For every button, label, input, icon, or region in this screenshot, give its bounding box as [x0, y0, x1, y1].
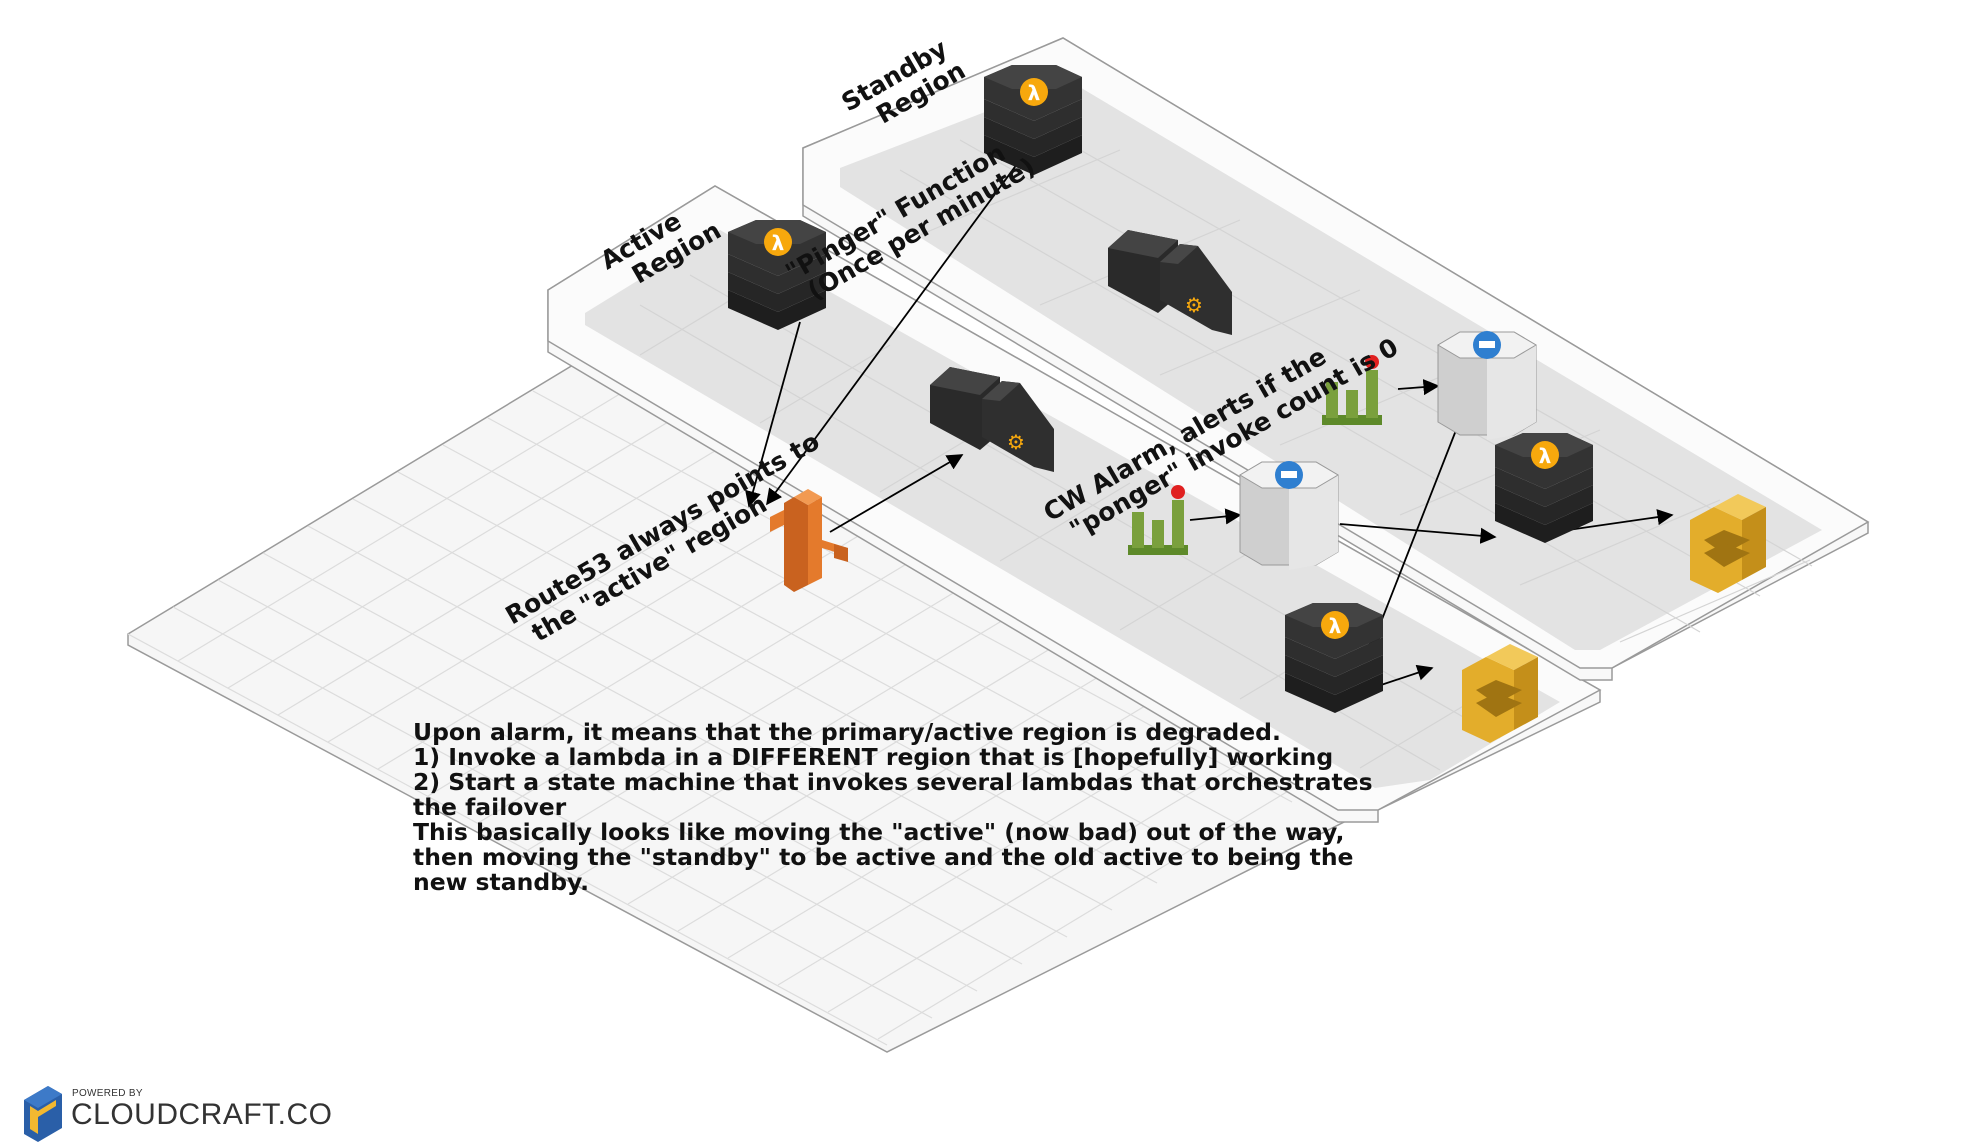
gear-icon: ⚙ — [1007, 430, 1025, 454]
dynamodb-active[interactable] — [1239, 461, 1339, 570]
lambda-icon — [1531, 441, 1559, 469]
floor-grid-lines — [127, 388, 1329, 1046]
arrow-standby-lambda-to-route53 — [766, 159, 1021, 506]
arrow-lambda-to-step-standby — [1567, 509, 1674, 531]
powered-by-label: POWERED BY — [72, 1088, 143, 1099]
note-line: then moving the "standby" to be active a… — [413, 843, 1354, 871]
lambda-icon — [1020, 78, 1048, 106]
arrow-alarm-to-dynamo-active — [1189, 508, 1242, 525]
lambda-stack-failover-standby[interactable]: λ — [1495, 433, 1593, 543]
svg-text:λ: λ — [772, 231, 785, 255]
step-functions-standby[interactable] — [1690, 494, 1766, 593]
note-line: new standby. — [413, 868, 590, 896]
svg-text:λ: λ — [1028, 81, 1041, 105]
note-line: the failover — [413, 793, 567, 821]
connections — [745, 159, 1674, 693]
api-gateway-active[interactable]: ⚙ — [930, 367, 1054, 472]
cloudcraft-brand[interactable]: CLOUDCRAFT.CO — [71, 1098, 333, 1131]
lambda-stack-failover-active[interactable]: λ — [1285, 603, 1383, 713]
arrow-lambda-to-route53 — [745, 321, 801, 508]
lambda-stack-active[interactable]: λ — [728, 220, 826, 330]
note-line: 2) Start a state machine that invokes se… — [413, 768, 1373, 796]
arrow-alarm-to-dynamo-standby — [1397, 379, 1440, 396]
alarm-indicator — [1365, 355, 1379, 369]
failover-note: Upon alarm, it means that the primary/ac… — [413, 718, 1373, 896]
dynamodb-standby[interactable] — [1437, 331, 1537, 440]
grid-floor — [127, 361, 1353, 1053]
note-line: Upon alarm, it means that the primary/ac… — [413, 718, 1281, 746]
cloudcraft-logo-icon — [24, 1086, 62, 1142]
svg-text:λ: λ — [1539, 444, 1552, 468]
lambda-stack-standby[interactable]: λ — [984, 65, 1082, 175]
lambda-icon — [764, 228, 792, 256]
api-gateway-standby[interactable]: ⚙ — [1108, 230, 1232, 335]
arrow-dynamo-standby-to-lambda-active — [1367, 419, 1461, 652]
arrow-route53-to-api-active — [829, 454, 964, 533]
svg-text:λ: λ — [1329, 614, 1342, 638]
note-line: This basically looks like moving the "ac… — [413, 818, 1345, 846]
step-functions-active[interactable] — [1462, 644, 1538, 743]
alarm-indicator — [1171, 485, 1185, 499]
route53-icon[interactable] — [770, 489, 848, 592]
lambda-icon — [1321, 611, 1349, 639]
cloudwatch-alarm-standby[interactable] — [1322, 355, 1382, 425]
note-line: 1) Invoke a lambda in a DIFFERENT region… — [413, 743, 1334, 771]
gear-icon: ⚙ — [1185, 293, 1203, 317]
cloudwatch-alarm-active[interactable] — [1128, 485, 1188, 555]
